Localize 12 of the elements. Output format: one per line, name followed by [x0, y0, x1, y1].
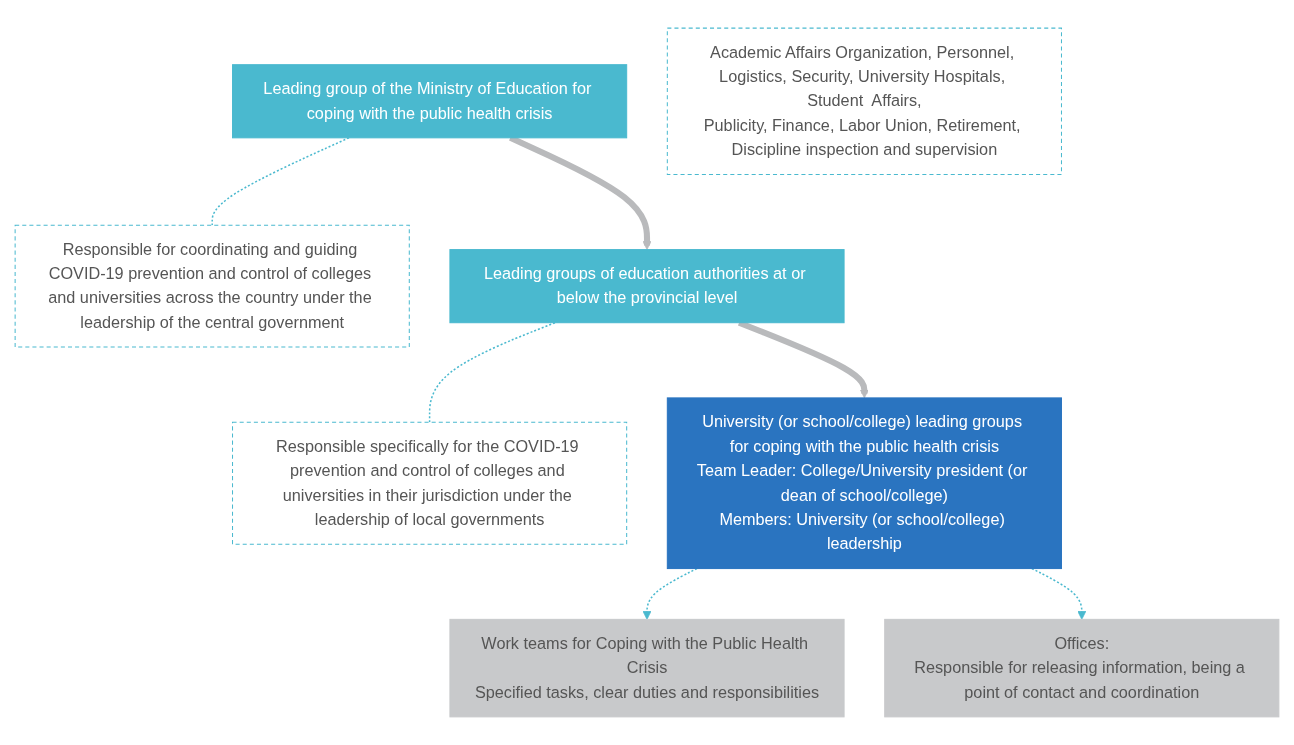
connector: [211, 137, 350, 226]
node-box: Leading group of the Ministry of Education for coping with the public health crisis: [232, 64, 628, 139]
connector: [428, 321, 556, 424]
node-box: Offices: Responsible for releasing information, being a point of contact and coordination: [884, 618, 1280, 718]
node-box: Work teams for Coping with the Public Health Crisis Specified tasks, clear duties and responsibilities: [449, 618, 845, 718]
node-box: Responsible for coordinating and guiding COVID-19 prevention and control of colleges and universities across the country under the leadership of the central government: [14, 224, 410, 348]
node-box: Academic Affairs Organization, Personnel, Logistics, Security, University Hospitals, Student Affairs, Publicity, Finance, Labor Union, Retirement, Discipline inspection and supervision: [666, 27, 1062, 175]
node-box: University (or school/college) leading groups for coping with the public health crisis Team Leader: College/University president (or dean of school/college) Members: University (or school/college) leadership: [666, 397, 1062, 570]
arrow: [1031, 567, 1087, 620]
node-box: Responsible specifically for the COVID-19 prevention and control of colleges and universities in their jurisdiction under the leadership of local governments: [232, 421, 628, 545]
node-box: Leading groups of education authorities at or below the provincial level: [449, 249, 845, 324]
arrow: [642, 567, 698, 620]
